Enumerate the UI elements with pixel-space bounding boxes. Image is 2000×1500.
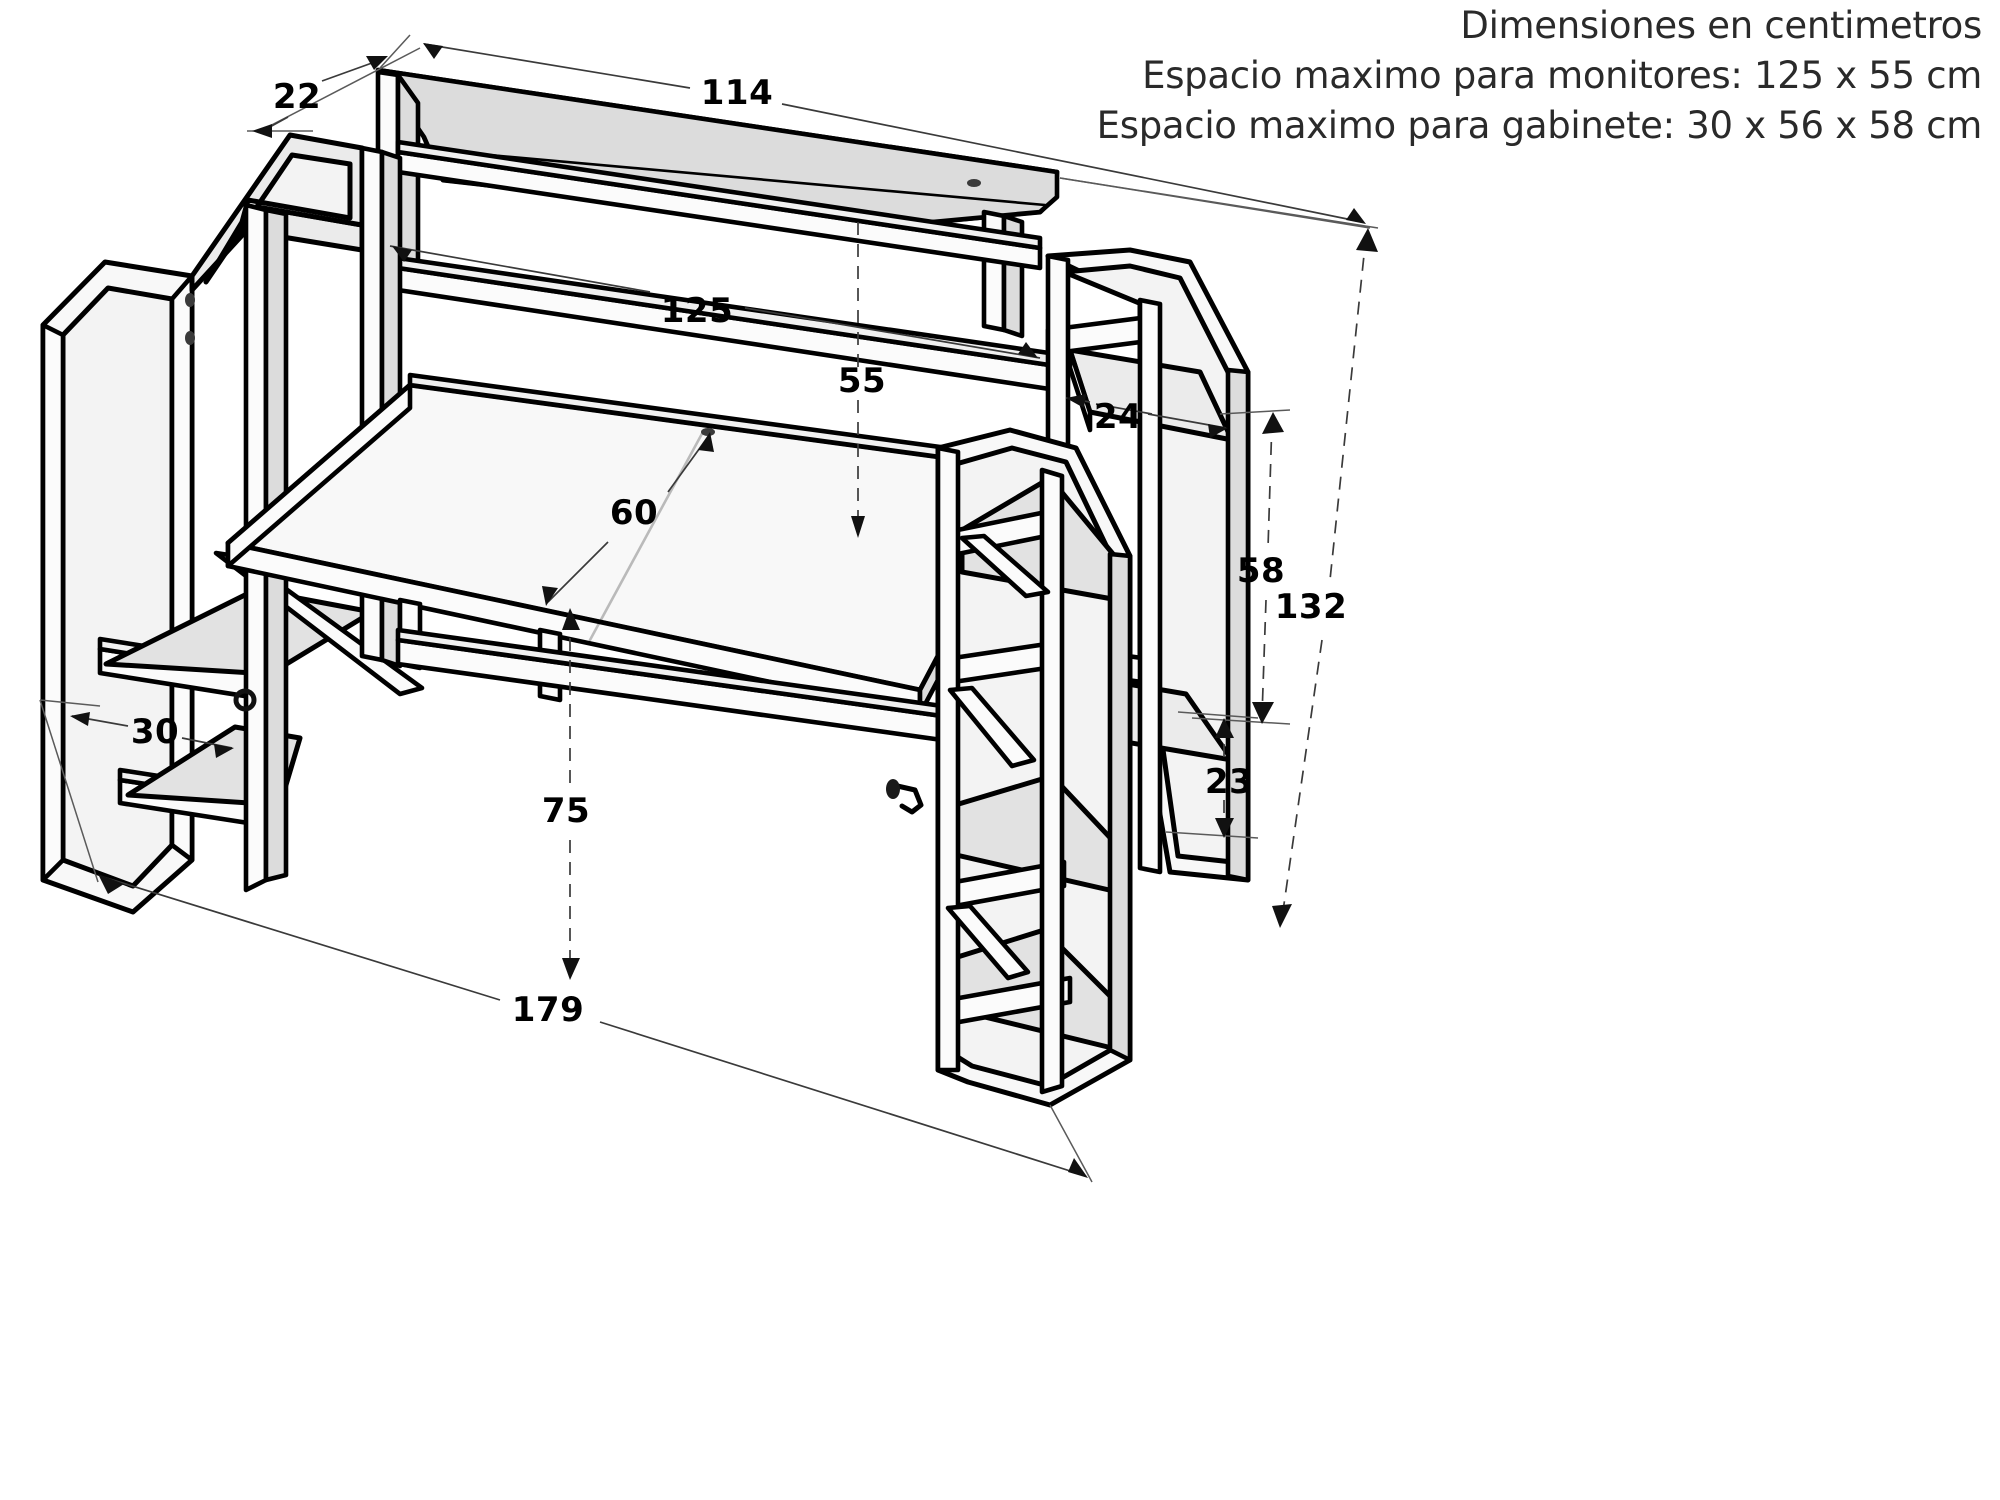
dimension-125: 125 (389, 245, 1041, 359)
desktop-seam-line (588, 428, 706, 642)
note-line-units: Dimensiones en centimetros (1460, 4, 1982, 47)
dimension-75: 75 (542, 608, 590, 980)
dimension-60: 60 (542, 432, 714, 606)
dimension-label-132: 132 (1275, 587, 1347, 627)
dimension-label-24: 24 (1094, 397, 1142, 437)
dimension-132: 132 (1059, 177, 1379, 928)
dimension-24: 24 (1065, 394, 1228, 438)
note-line-monitor: Espacio maximo para monitores: 125 x 55 … (1142, 54, 1982, 98)
knob-icon-left (233, 688, 257, 712)
right-front-diagonal-3 (945, 903, 1031, 981)
dimension-label-55: 55 (838, 361, 886, 401)
dimension-22: 22 (247, 47, 421, 138)
top-shelf-inner-line (432, 148, 1047, 207)
dimension-55: 55 (838, 222, 886, 538)
right-front-left-post (935, 445, 961, 1073)
screw-icon-top-shelf (967, 179, 981, 187)
screw-icon-desktop (701, 428, 715, 436)
right-front-right-post (1107, 551, 1133, 1063)
dimension-58: 58 (1191, 409, 1291, 725)
header-notes-block: Dimensiones en centimetros Espacio maxim… (1096, 0, 1983, 150)
screw-icon-left-2 (185, 331, 195, 345)
back-rail-assembly (375, 69, 1059, 393)
dimension-label-30: 30 (131, 712, 179, 752)
hook-mount-icon (886, 779, 900, 799)
dimension-label-22: 22 (273, 77, 321, 117)
left-tower-rear-panel-inner (203, 152, 353, 285)
dimension-label-179: 179 (512, 990, 584, 1030)
desktop-left-edge (225, 382, 413, 569)
dimension-23: 23 (1165, 711, 1259, 839)
right-front-mid-post (1039, 467, 1065, 1095)
dimension-label-58: 58 (1237, 551, 1285, 591)
dimension-30: 30 (39, 699, 234, 758)
note-line-cabinet: Espacio maximo para gabinete: 30 x 56 x … (1096, 104, 1983, 148)
dimension-label-75: 75 (542, 791, 590, 831)
right-tower-right-post (1225, 367, 1251, 883)
right-front-diagonal-2 (947, 685, 1037, 769)
left-tower-front-post (40, 322, 66, 883)
dimension-label-114: 114 (701, 73, 773, 113)
cable-hook-icon (890, 782, 924, 815)
dimension-label-23: 23 (1205, 762, 1253, 802)
dimension-label-60: 60 (610, 493, 658, 533)
screw-icon-left-1 (185, 293, 195, 307)
dimension-179: 179 (39, 699, 1093, 1183)
dimension-114: 114 (379, 34, 1371, 229)
dimension-label-125: 125 (661, 291, 733, 331)
right-front-diagonal-1 (959, 533, 1051, 599)
right-tower-mid-post (1137, 297, 1163, 875)
right-front-tower (935, 427, 1133, 1108)
upper-back-rail-top (395, 139, 1043, 251)
